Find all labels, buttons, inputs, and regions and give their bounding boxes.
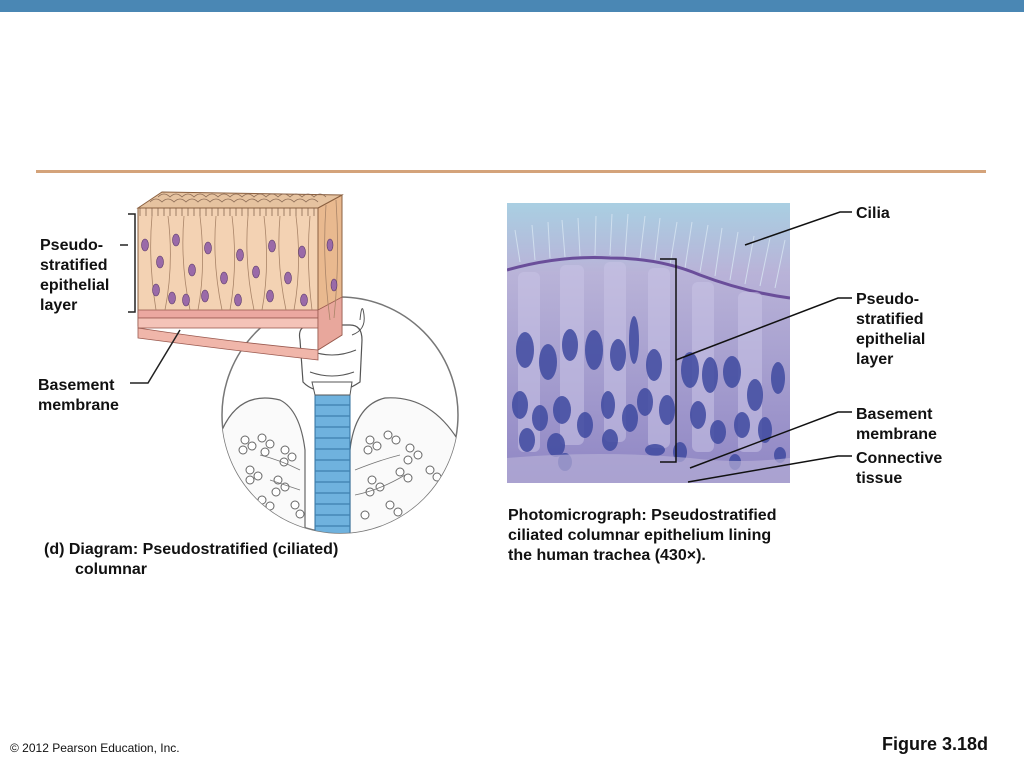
micrograph-label-basement-membrane: Basement membrane: [856, 406, 937, 443]
micrograph-label-cilia: Cilia: [856, 205, 890, 222]
micrograph-caption: Photomicrograph: Pseudostratified ciliat…: [508, 507, 777, 564]
micrograph-leader-lines: [675, 211, 852, 483]
micrograph-label-epithelial-layer: Pseudo- stratified epithelial layer: [856, 291, 926, 368]
figure-number: Figure 3.18d: [882, 734, 989, 754]
copyright: © 2012 Pearson Education, Inc.: [10, 741, 180, 755]
photomicrograph: [507, 203, 790, 483]
top-bar: [0, 0, 1024, 12]
title-rule: [36, 170, 986, 173]
diagram-caption-line1: (d) Diagram: Pseudostratified (ciliated): [44, 541, 339, 558]
diagram-label-epithelial-layer: Pseudo- stratified epithelial layer: [40, 237, 110, 314]
diagram-caption: (d) Diagram: Pseudostratified (ciliated)…: [44, 540, 338, 580]
diagram-label-basement-membrane: Basement membrane: [38, 377, 119, 414]
micrograph-label-connective-tissue: Connective tissue: [856, 450, 943, 487]
diagram-caption-line2: columnar: [75, 561, 148, 578]
tissue-block-diagram: [120, 191, 344, 384]
